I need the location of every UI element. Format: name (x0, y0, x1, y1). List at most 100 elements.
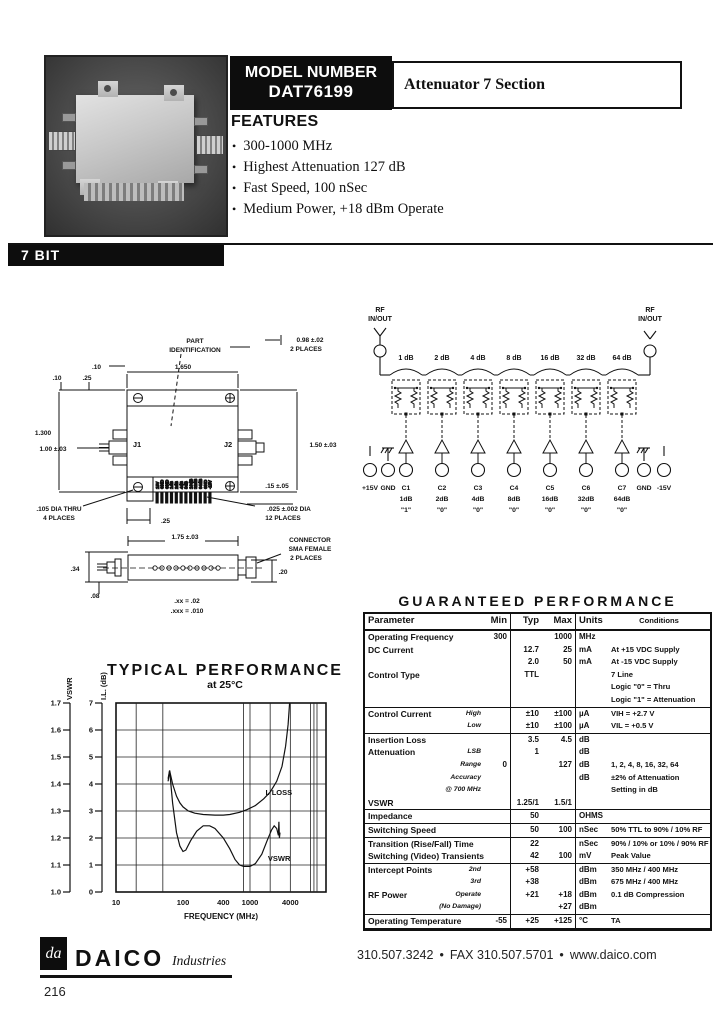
cell-min (485, 810, 511, 823)
cell-typ: +38 (525, 877, 539, 887)
dim-label: .20 (278, 569, 287, 576)
cell-min (485, 643, 511, 657)
logo-mark: da (40, 937, 67, 970)
cell-parameter: Operating Temperature (368, 916, 462, 927)
vswr-tick-label: 1.2 (51, 834, 61, 843)
il-tick-label: 4 (89, 780, 94, 789)
bullet-icon: • (232, 181, 237, 195)
cell-units: dB (579, 772, 590, 782)
cell-min (485, 796, 511, 810)
table-row: Logic "1" = Attenuation (365, 693, 710, 707)
col-header-typ: Typ (522, 615, 539, 626)
cell-typ: ±10 (525, 721, 539, 731)
cell-min (485, 746, 511, 759)
dim-label: .34 (70, 566, 79, 573)
cell-min (485, 668, 511, 682)
cell-units (576, 669, 608, 682)
bullet-separator: • (559, 948, 564, 962)
cell-max (542, 668, 576, 682)
cell-conditions: ±2% of Attenuation (611, 772, 680, 782)
vswr-tick-label: 1.0 (51, 888, 61, 897)
table-row: Logic "0" = Thru (365, 681, 710, 694)
pin-bit-weight: 32dB (578, 496, 595, 503)
dim-label: .10 (52, 375, 61, 382)
pin-label: GND (164, 480, 169, 489)
fax-number: FAX 310.507.5701 (449, 948, 554, 962)
cell-parameter: DC Current (368, 644, 414, 655)
vswr-tick-label: 1.1 (51, 861, 61, 870)
attenuator-cell: 16 dB (533, 355, 570, 463)
cell-min (485, 693, 511, 707)
pin-label: GND (160, 480, 165, 489)
page-number: 216 (44, 984, 66, 999)
cell-parameter: Operating Frequency (368, 632, 454, 642)
cell-units (576, 694, 608, 707)
col-header-parameter: Parameter (368, 615, 415, 626)
cell-min: 0 (485, 758, 511, 772)
il-tick-label: 3 (89, 807, 93, 816)
cell-max (542, 863, 576, 877)
dim-label: 1.50 ±.03 (309, 442, 336, 449)
cell-max: 127 (542, 758, 576, 772)
cell-units: MHz (579, 632, 596, 641)
cell-conditions: 350 MHz / 400 MHz (611, 864, 679, 874)
performance-table-title: GUARANTEED PERFORMANCE (398, 593, 677, 609)
cell-max: 100 (542, 823, 576, 837)
rf-port-label: IN/OUT (368, 316, 392, 323)
pin-name: C5 (546, 485, 555, 492)
feature-item: •300-1000 MHz (232, 136, 552, 157)
cell-conditions: Setting in dB (611, 785, 658, 795)
tolerance-note: .xx = .02 (174, 598, 200, 605)
cell-conditions: At +15 VDC Supply (611, 644, 680, 654)
cell-parameter: Transition (Rise/Fall) Time (368, 838, 474, 849)
pin-name: C2 (438, 485, 447, 492)
feature-text: Fast Speed, 100 nSec (243, 180, 368, 196)
rf-port-label: IN/OUT (638, 316, 662, 323)
pin-name: GND (636, 485, 651, 492)
curve-vswr (167, 770, 281, 867)
control-pin: GND (636, 462, 652, 492)
cell-conditions (608, 810, 710, 823)
pin-stub (62, 113, 76, 122)
pin-label: 32dB (193, 479, 198, 489)
cell-typ: ±10 (525, 708, 539, 718)
cell-db-label: 2 dB (434, 355, 449, 362)
features-list: •300-1000 MHz •Highest Attenuation 127 d… (232, 136, 552, 220)
cell-units: µA (579, 708, 590, 718)
cell-typ: 50 (530, 824, 539, 834)
pin-bit-weight: 4dB (472, 496, 485, 503)
pin-name: -15V (657, 485, 672, 492)
cell-parameter: Insertion Loss (368, 734, 427, 745)
cell-min (485, 733, 511, 747)
cell-conditions: 50% TTL to 90% / 10% RF (611, 824, 703, 834)
bullet-icon: • (232, 139, 237, 153)
cell-parameter: 3rd (470, 878, 481, 886)
cell-max (542, 771, 576, 785)
cell-min (485, 823, 511, 837)
cell-max (542, 784, 576, 797)
cell-min (485, 876, 511, 889)
banner-label: 7 BIT (8, 245, 224, 266)
model-label: MODEL NUMBER (244, 64, 378, 82)
cell-max: 1000 (542, 631, 576, 644)
col-header-conditions: Conditions (639, 616, 679, 625)
il-tick-label: 7 (89, 699, 93, 708)
cell-typ: 42 (530, 851, 539, 861)
cell-min (485, 784, 511, 797)
pin-stub (194, 165, 208, 174)
cell-max (542, 746, 576, 759)
cell-units: dB (579, 759, 590, 769)
